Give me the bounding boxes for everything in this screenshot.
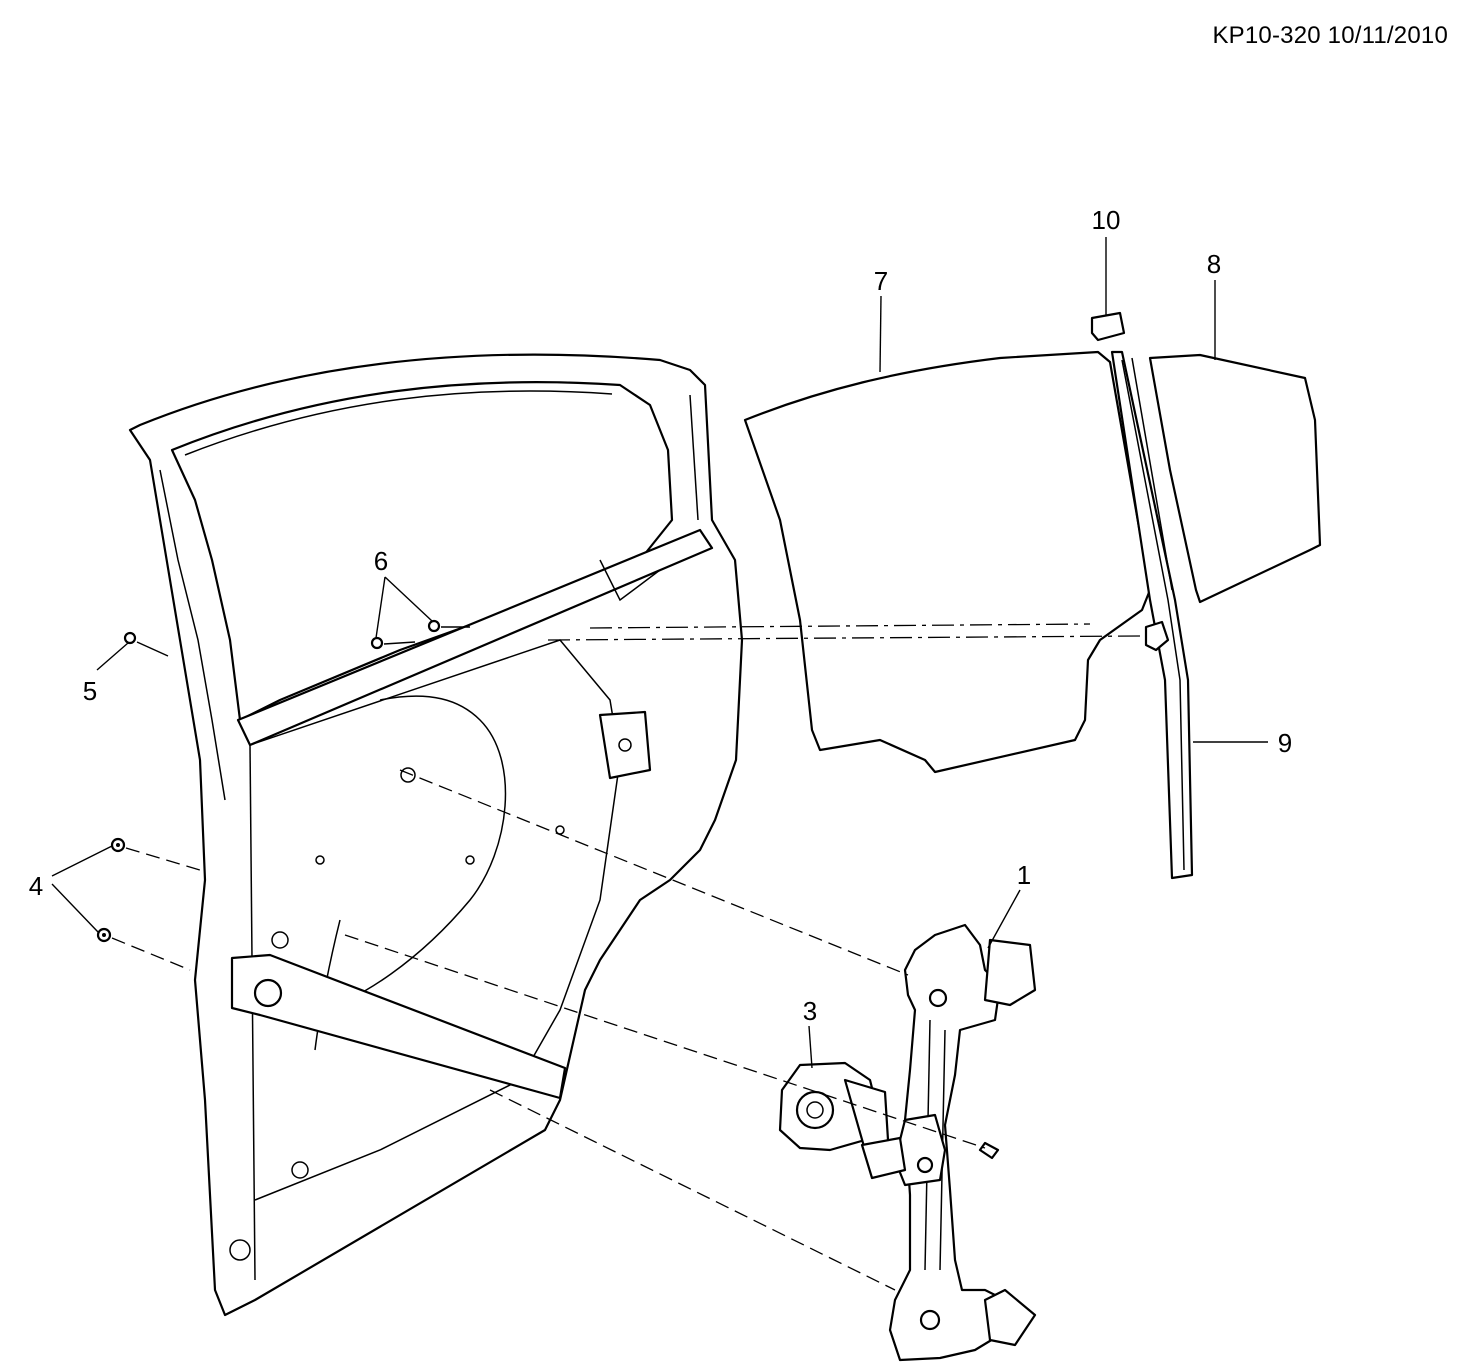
callout-6: 6 bbox=[374, 546, 388, 576]
document-id: KP10-320 10/11/2010 bbox=[1212, 22, 1448, 49]
bolt-5 bbox=[123, 631, 137, 645]
bolt-6-upper bbox=[427, 619, 441, 633]
nut-lower bbox=[96, 927, 112, 943]
nut-upper bbox=[110, 837, 126, 853]
callout-8: 8 bbox=[1207, 249, 1221, 279]
bolt-6-lower bbox=[370, 636, 384, 650]
callout-4: 4 bbox=[29, 871, 43, 901]
callout-7: 7 bbox=[874, 266, 888, 296]
regulator-motor bbox=[778, 1061, 907, 1180]
callout-leaders bbox=[51, 237, 1268, 1069]
regulator-bolt bbox=[978, 1141, 1000, 1160]
callout-9: 9 bbox=[1278, 728, 1292, 758]
callout-5: 5 bbox=[83, 676, 97, 706]
callout-1: 1 bbox=[1017, 860, 1031, 890]
door-glass bbox=[743, 350, 1152, 774]
assembly-lines bbox=[111, 623, 1141, 1291]
channel-cap bbox=[1090, 311, 1126, 342]
window-regulator bbox=[888, 923, 1037, 1362]
callout-10: 10 bbox=[1092, 205, 1121, 235]
glass-clip bbox=[1144, 620, 1170, 652]
fixed-quarter-glass bbox=[1148, 353, 1322, 604]
callout-3: 3 bbox=[803, 996, 817, 1026]
door-inner-panel bbox=[128, 353, 744, 1317]
